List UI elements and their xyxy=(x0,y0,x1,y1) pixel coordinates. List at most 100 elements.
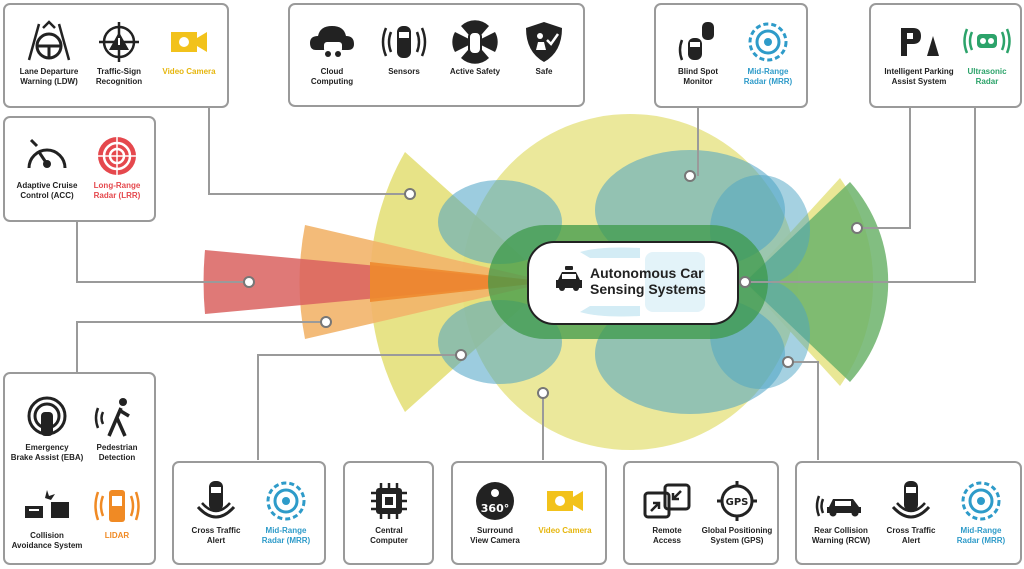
feature-label: Mid-Range Radar (MRR) xyxy=(743,67,793,86)
feature-traffic-sign: Traffic-Sign Recognition xyxy=(77,20,161,87)
car-sensors-icon xyxy=(381,26,427,58)
feature-ultrasonic-radar: Ultrasonic Radar xyxy=(957,20,1017,87)
remote-access-icon xyxy=(643,483,691,519)
feature-acc: Adaptive Cruise Control (ACC) xyxy=(5,134,89,201)
feature-label: LIDAR xyxy=(104,531,130,540)
radar-icon xyxy=(961,481,1001,521)
feature-label: Cloud Computing xyxy=(310,67,354,86)
cross-traffic-icon xyxy=(196,481,236,519)
dot-eba xyxy=(320,316,332,328)
connector-rear-collision xyxy=(788,361,819,460)
cross-traffic-icon xyxy=(891,481,931,519)
collision-icon xyxy=(25,490,69,518)
camera-360-icon: 360° xyxy=(476,482,514,520)
box-rear-collision: Rear Collision Warning (RCW) Cross Traff… xyxy=(795,461,1022,565)
feature-label: Emergency Brake Assist (EBA) xyxy=(10,443,84,462)
feature-label: Active Safety xyxy=(449,67,501,76)
feature-label: Blind Spot Monitor xyxy=(678,67,718,86)
feature-cross-traffic-alert: Cross Traffic Alert xyxy=(869,479,953,546)
feature-label: Collision Avoidance System xyxy=(11,531,83,550)
cloud-car-icon xyxy=(310,26,354,57)
feature-lidar: LIDAR xyxy=(75,484,159,541)
parking-icon xyxy=(901,28,939,56)
feature-cross-traffic-alert: Cross Traffic Alert xyxy=(174,479,258,546)
feature-mid-range-radar: Mid-Range Radar (MRR) xyxy=(726,20,810,87)
dot-cross-traffic xyxy=(455,349,467,361)
lidar-icon xyxy=(94,490,140,522)
dot-parking xyxy=(851,222,863,234)
svg-text:GPS: GPS xyxy=(726,497,749,508)
box-central-computer: Central Computer xyxy=(343,461,434,565)
feature-mid-range-radar: Mid-Range Radar (MRR) xyxy=(244,479,328,546)
autonomous-car-icon xyxy=(556,266,582,291)
feature-central-computer: Central Computer xyxy=(347,479,431,546)
box-parking: Intelligent Parking Assist System Ultras… xyxy=(869,3,1022,108)
connector-eba xyxy=(76,321,325,372)
feature-eba: Emergency Brake Assist (EBA) xyxy=(5,396,89,463)
center-title: Autonomous Car Sensing Systems xyxy=(590,265,706,297)
connector-dots xyxy=(243,170,863,399)
active-safety-icon xyxy=(452,20,498,64)
feature-video-camera: Video Camera xyxy=(523,479,607,536)
feature-rcw: Rear Collision Warning (RCW) xyxy=(799,479,883,546)
video-camera-icon xyxy=(171,32,207,52)
box-surround-view: 360° Surround View Camera Video Camera xyxy=(451,461,607,565)
feature-label: Adaptive Cruise Control (ACC) xyxy=(16,181,78,200)
dot-blind-spot xyxy=(684,170,696,182)
feature-label: Pedestrian Detection xyxy=(96,443,138,462)
radar-icon xyxy=(748,22,788,62)
feature-label: Safe xyxy=(535,67,553,76)
box-lane-departure: Lane Departure Warning (LDW) Traffic-Sig… xyxy=(3,3,229,108)
connector-lines xyxy=(76,108,976,460)
box-adaptive-cruise: Adaptive Cruise Control (ACC) Long-Range… xyxy=(3,116,156,222)
box-emergency-brake: Emergency Brake Assist (EBA) Pedestrian … xyxy=(3,372,156,565)
feature-parking-assist: Intelligent Parking Assist System xyxy=(871,20,967,87)
feature-label: Lane Departure Warning (LDW) xyxy=(19,67,79,86)
pedestrian-icon xyxy=(94,398,130,437)
feature-label: Global Positioning System (GPS) xyxy=(701,526,773,545)
rear-collision-icon xyxy=(815,495,861,517)
feature-label: Rear Collision Warning (RCW) xyxy=(811,526,871,545)
connector-ultrasonic xyxy=(745,108,976,283)
feature-label: Mid-Range Radar (MRR) xyxy=(956,526,1006,545)
feature-collision-avoidance: Collision Avoidance System xyxy=(5,484,89,551)
gps-icon: GPS xyxy=(717,481,757,521)
dot-surround xyxy=(537,387,549,399)
connector-parking xyxy=(857,108,911,229)
feature-label: Central Computer xyxy=(370,526,408,545)
car-roof xyxy=(645,252,705,312)
svg-text:360°: 360° xyxy=(481,502,509,515)
front-orange-beam xyxy=(370,262,550,302)
feature-label: Remote Access xyxy=(652,526,682,545)
feature-pedestrian: Pedestrian Detection xyxy=(75,396,159,463)
feature-label: Cross Traffic Alert xyxy=(886,526,936,545)
feature-label: Intelligent Parking Assist System xyxy=(884,67,954,86)
box-cross-traffic-1: Cross Traffic Alert Mid-Range Radar (MRR… xyxy=(172,461,326,565)
feature-active-safety: Active Safety xyxy=(433,20,517,77)
feature-label: Mid-Range Radar (MRR) xyxy=(261,526,311,545)
ultrasonic-icon xyxy=(963,28,1011,54)
feature-label: Long-Range Radar (LRR) xyxy=(93,181,141,200)
feature-ldw: Lane Departure Warning (LDW) xyxy=(7,20,91,87)
dot-rear-collision xyxy=(782,356,794,368)
feature-blind-spot: Blind Spot Monitor xyxy=(656,20,740,87)
feature-label: Cross Traffic Alert xyxy=(191,526,241,545)
feature-mid-range-radar: Mid-Range Radar (MRR) xyxy=(939,479,1023,546)
box-blind-spot: Blind Spot Monitor Mid-Range Radar (MRR) xyxy=(654,3,808,108)
feature-cloud-computing: Cloud Computing xyxy=(290,20,374,87)
feature-label: Video Camera xyxy=(162,67,216,76)
chip-icon xyxy=(371,483,407,519)
feature-label: Ultrasonic Radar xyxy=(967,67,1007,86)
box-cloud-safety: Cloud Computing Sensors Active Safety Sa… xyxy=(288,3,585,107)
feature-sensors: Sensors xyxy=(362,20,446,77)
feature-safe: Safe xyxy=(502,20,586,77)
radar-icon xyxy=(98,137,136,175)
speedometer-icon xyxy=(27,138,67,169)
feature-label: Traffic-Sign Recognition xyxy=(95,67,143,86)
shield-check-icon xyxy=(526,22,562,62)
feature-video-camera: Video Camera xyxy=(147,20,231,77)
connector-cross-traffic xyxy=(257,354,461,460)
feature-label: Sensors xyxy=(388,67,420,76)
warning-sign-icon xyxy=(99,22,139,62)
